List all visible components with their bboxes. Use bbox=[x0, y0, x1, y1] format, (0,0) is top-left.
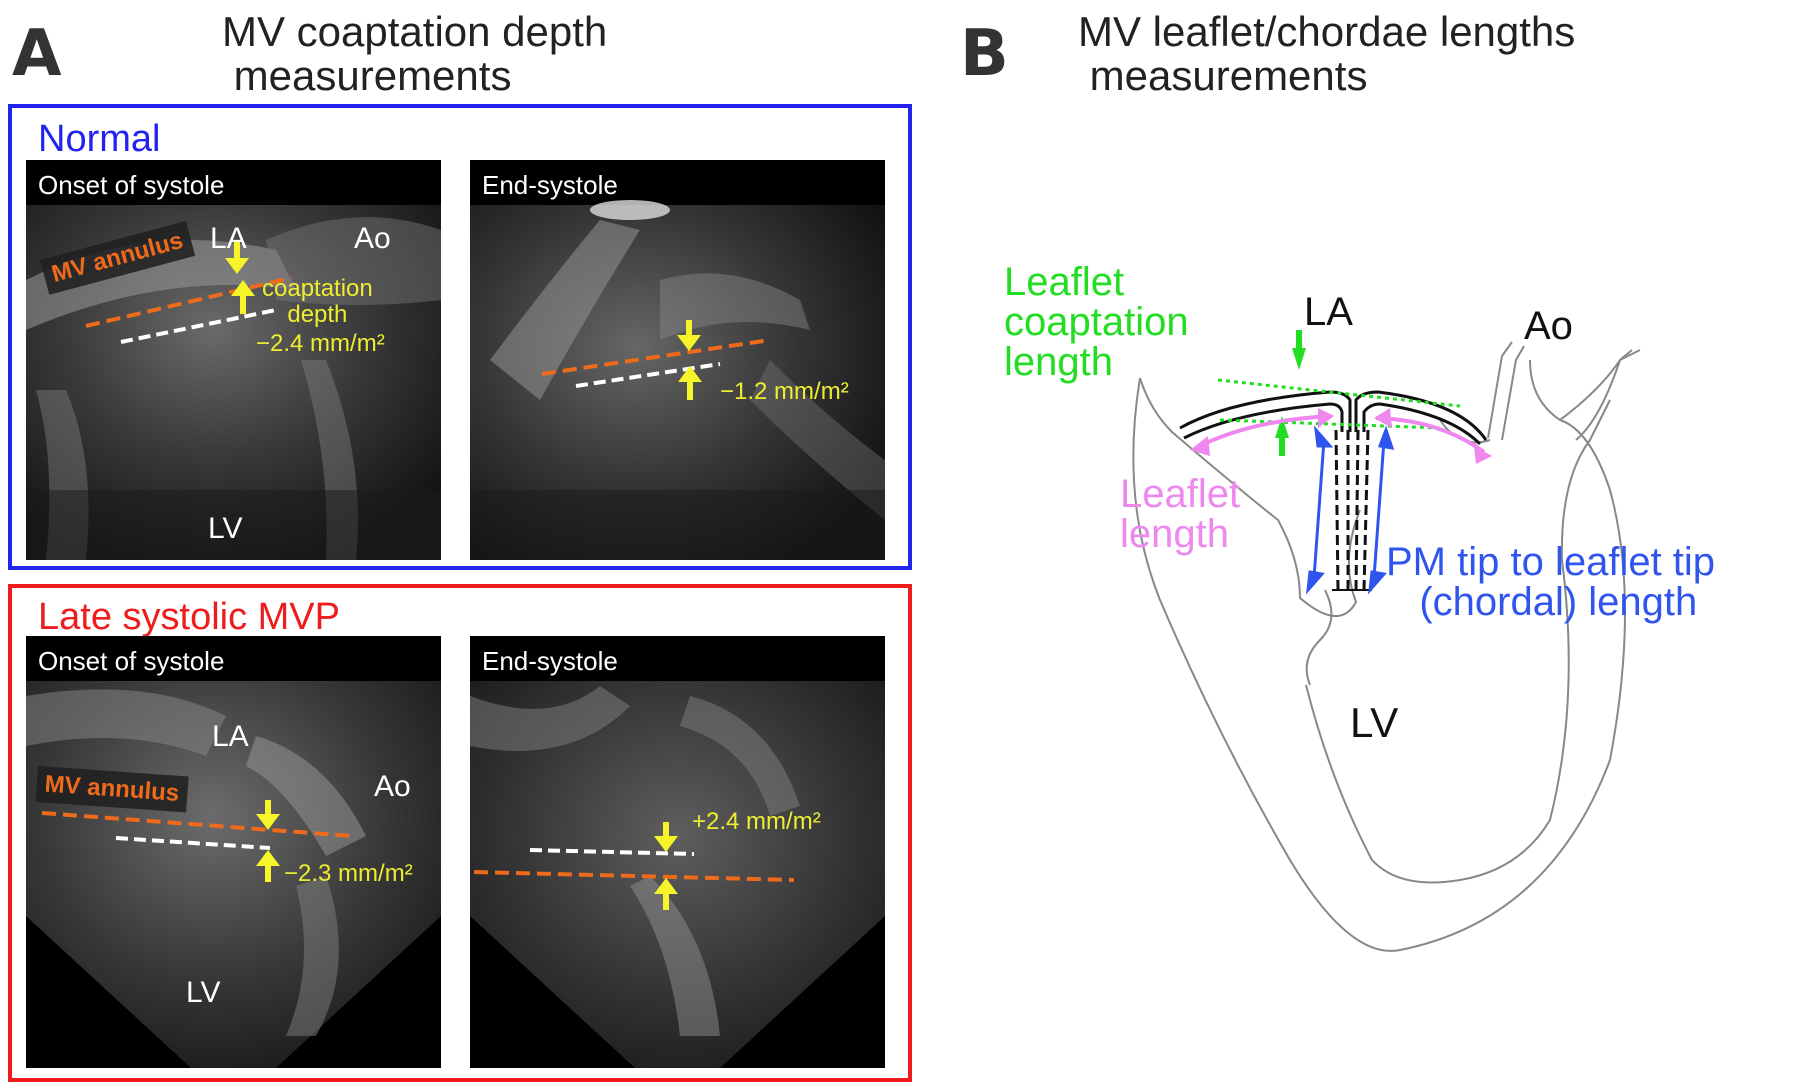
panel-caption: Onset of systole bbox=[38, 646, 225, 676]
leaflet-arrowhead-icon bbox=[1474, 446, 1492, 464]
normal-group-label: Normal bbox=[38, 118, 161, 160]
lv-label: LV bbox=[1350, 699, 1399, 746]
panel-caption: End-systole bbox=[482, 170, 618, 200]
coaptation-depth-label: coaptation depth bbox=[262, 275, 373, 328]
chordal-length-arrows bbox=[1305, 425, 1395, 595]
la-label: LA bbox=[212, 720, 249, 753]
measurement-value: −2.4 mm/m² bbox=[256, 330, 385, 357]
panel-b-title: MV leaflet/chordae lengths measurements bbox=[1078, 8, 1576, 99]
panel-caption: Onset of systole bbox=[38, 170, 225, 200]
panel-a-title: MV coaptation depth measurements bbox=[222, 8, 608, 99]
chordal-length-label: PM tip to leaflet tip (chordal) length bbox=[1386, 540, 1716, 624]
lv-label: LV bbox=[208, 512, 243, 545]
coaptation-lines bbox=[1217, 378, 1461, 430]
mvp-group-label: Late systolic MVP bbox=[38, 596, 340, 638]
measurement-value: −2.3 mm/m² bbox=[284, 860, 413, 887]
ao-label: Ao bbox=[1524, 304, 1573, 348]
panel-letter-a: A bbox=[12, 17, 62, 91]
coaptation-length-label: Leaflet coaptation length bbox=[1004, 260, 1189, 384]
panel-letter-b: B bbox=[960, 17, 1009, 91]
heart-outline bbox=[1132, 349, 1641, 952]
echo-mvp-end: End-systole +2.4 mm/m² bbox=[470, 636, 885, 1068]
leaflet-arrowhead-icon bbox=[1374, 408, 1392, 428]
chordae bbox=[1334, 429, 1370, 591]
aorta-outline bbox=[1487, 341, 1633, 441]
panel-caption: End-systole bbox=[482, 646, 618, 676]
leaflet-arrowhead-icon bbox=[1318, 408, 1334, 428]
leaflet-arrowhead-icon bbox=[1190, 436, 1210, 456]
echo-mvp-onset: Onset of systole LA Ao LV MV annulus −2.… bbox=[26, 636, 441, 1068]
leaflet-length-label: Leaflet length bbox=[1120, 472, 1241, 556]
lv-label: LV bbox=[186, 976, 221, 1009]
ao-label: Ao bbox=[374, 770, 411, 803]
mvp-group-frame bbox=[8, 584, 912, 1082]
normal-group-frame bbox=[8, 104, 912, 570]
la-label: LA bbox=[1304, 290, 1353, 334]
echo-normal-onset: Onset of systole LA Ao LV MV annulus coa… bbox=[26, 160, 441, 560]
coaptation-arrow-icon bbox=[1275, 330, 1306, 456]
la-label: LA bbox=[210, 222, 247, 255]
echo-normal-end: End-systole −1.2 mm/m² bbox=[470, 160, 885, 560]
measurement-value: −1.2 mm/m² bbox=[720, 378, 849, 405]
ao-label: Ao bbox=[354, 222, 391, 255]
measurement-value: +2.4 mm/m² bbox=[692, 808, 821, 835]
mv-leaflets bbox=[1179, 390, 1488, 446]
